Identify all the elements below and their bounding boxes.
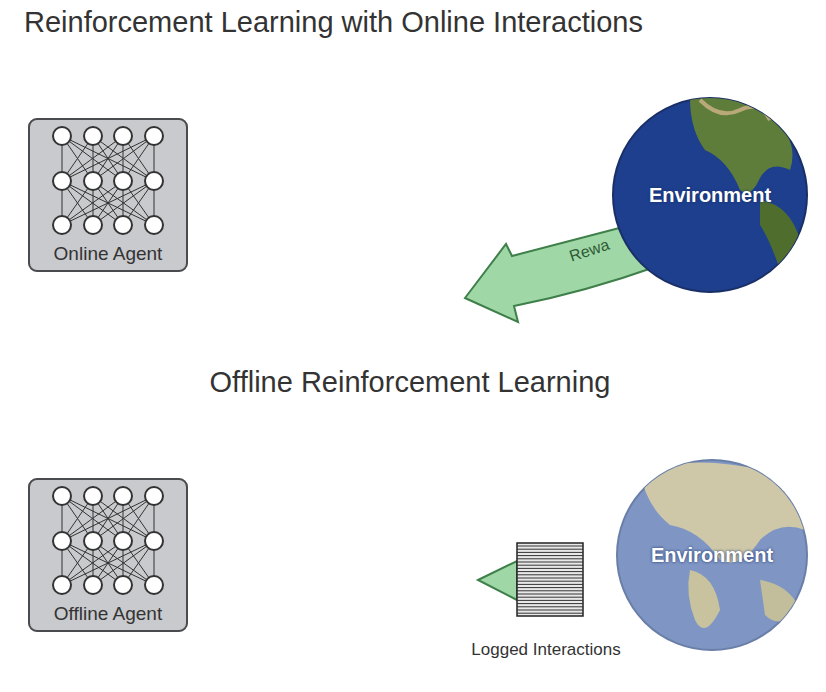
continents [690,97,800,270]
environment-globe: Environment [613,98,807,292]
neuron [84,216,102,234]
paper-sheets [517,546,583,613]
sheet-edge [517,562,583,563]
neuron [53,576,71,594]
agent-box-fill [28,478,188,632]
neuron [84,172,102,190]
paper-stack [517,543,583,616]
agent-box: Online Agent [28,118,188,272]
sheet-edge [517,581,583,582]
sheet-edge [517,578,583,579]
agent-box-fill [28,118,188,272]
section-heading: Offline Reinforcement Learning [210,366,611,399]
globe-label: Environment [651,544,773,567]
neuron [145,127,163,145]
sheet-edge [517,549,583,550]
data-arrow [478,561,517,600]
sheet-edge [517,590,583,591]
agent-label: Online Agent [54,243,163,265]
net-link [62,181,154,225]
net-link [62,496,154,541]
neuron [53,172,71,190]
net-link [62,541,154,585]
sheet-edge [517,603,583,604]
sheet-edge [517,597,583,598]
neuron [145,172,163,190]
neuron [145,216,163,234]
sheet-edge [517,568,583,569]
neuron [145,576,163,594]
net-link [62,136,154,181]
neuron [53,127,71,145]
sheet-edge [517,587,583,588]
agent-box: Offline Agent [28,478,188,632]
neuron [84,127,102,145]
agent-label: Offline Agent [54,603,162,625]
net-link [62,496,154,541]
neural-net-icons [53,127,163,594]
sheet-edge [517,565,583,566]
sheet-edge [517,594,583,595]
neuron [84,576,102,594]
sheet-edge [517,546,583,547]
neuron [84,487,102,505]
neuron [84,532,102,550]
sheet-edge [517,555,583,556]
title: Reinforcement Learning with Online Inter… [24,6,643,39]
neuron [114,216,132,234]
environment-globe: Environment [617,460,807,650]
net-link [62,181,154,225]
globe [617,460,807,650]
neuron [53,532,71,550]
neuron [114,532,132,550]
sheet-edge [517,600,583,601]
sheet-edge [517,558,583,559]
sheet-edge [517,584,583,585]
neuron [114,487,132,505]
neuron [145,532,163,550]
stack-label: Logged Interactions [471,640,620,660]
net-link [62,136,154,181]
continents [640,463,805,629]
neuron [114,127,132,145]
sheet-edge [517,552,583,553]
globe-label: Environment [649,184,771,207]
sheet-edge [517,606,583,607]
neuron [53,487,71,505]
sheet-edge [517,571,583,572]
neuron [145,487,163,505]
net-link [62,541,154,585]
neuron [114,576,132,594]
logged-data-stack: Logged Interactions [440,540,652,660]
neuron [53,216,71,234]
sheet-edge [517,574,583,575]
sheet-edge [517,613,583,614]
sheet-edge [517,610,583,611]
neuron [114,172,132,190]
